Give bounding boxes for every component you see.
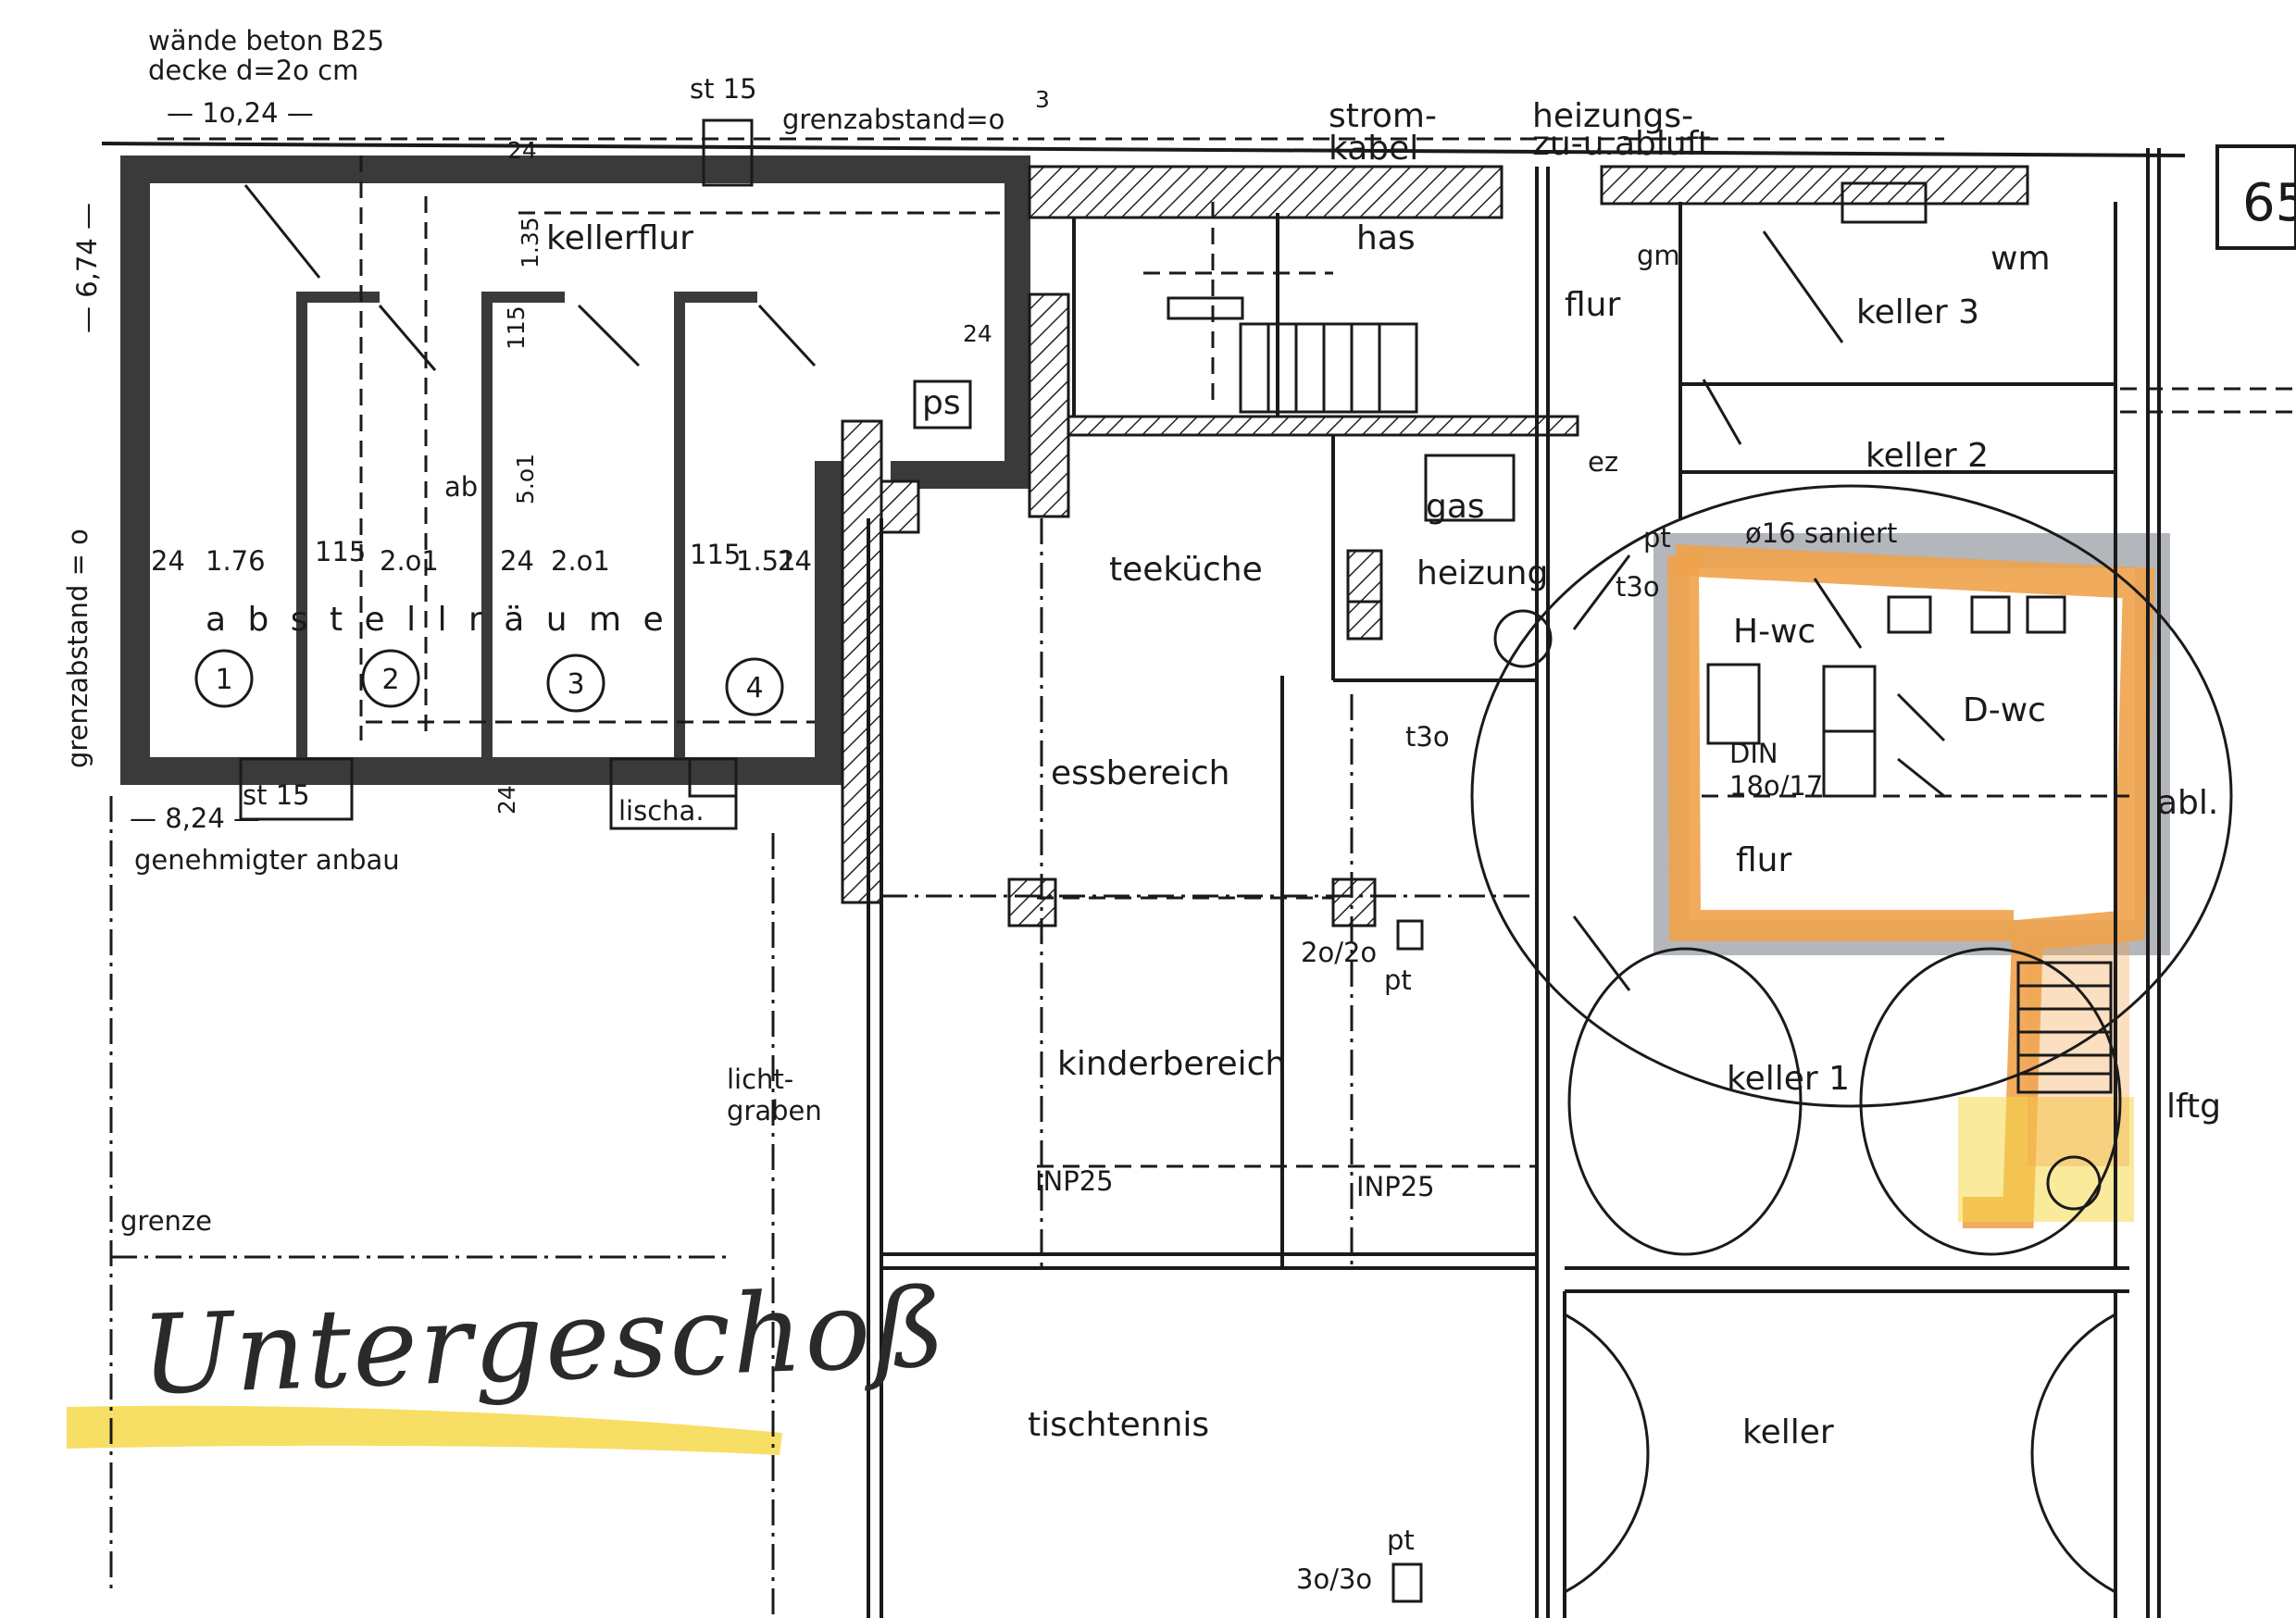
- dim-bottom-width: — 8,24 —: [130, 803, 261, 834]
- dashed-lines: [157, 137, 2296, 1168]
- label-wm: wm: [1990, 240, 2051, 278]
- label-inp25-a: INP25: [1035, 1165, 1114, 1197]
- label-abl: abl.: [2157, 784, 2219, 822]
- room-heizung: heizung: [1416, 554, 1549, 592]
- label-pt-1: pt: [1643, 522, 1671, 554]
- label-saniert: ø16 saniert: [1745, 517, 1898, 549]
- room-flur-mid: flur: [1736, 841, 1792, 879]
- room-keller-3: keller 3: [1856, 293, 1980, 331]
- dim-top-width: — 1o,24 —: [167, 97, 314, 129]
- note-ceiling: decke d=2o cm: [148, 55, 359, 86]
- dim-1-35: 1.35: [517, 217, 543, 268]
- dim-115-b: 115: [315, 536, 367, 567]
- title-highlight: [67, 1405, 782, 1455]
- dim-2-01-a: 2.o1: [380, 545, 439, 577]
- dim-left-height: — 6,74 —: [71, 202, 103, 333]
- label-lichtgraben-2: graben: [727, 1095, 822, 1126]
- dim-20-20: 2o/2o: [1301, 937, 1378, 968]
- door-swings: [243, 184, 1946, 991]
- room-number-texts: 1 2 3 4: [215, 664, 763, 704]
- label-pt-2: pt: [1384, 965, 1412, 996]
- highlight-bathroom: [1653, 533, 2170, 1228]
- room-keller-1: keller 1: [1727, 1060, 1851, 1098]
- label-ab: ab: [444, 471, 479, 503]
- box-65-label: 65: [2242, 173, 2296, 233]
- room-has: has: [1356, 219, 1416, 257]
- dim-1-51: 1.51: [736, 545, 796, 577]
- dim-115-a: 115: [503, 305, 530, 350]
- dim-superscript-3: 3: [1035, 86, 1050, 113]
- room-essbereich: essbereich: [1051, 754, 1230, 792]
- room-flur-top: flur: [1565, 286, 1621, 324]
- label-lichtgraben-1: licht-: [727, 1064, 794, 1095]
- dim-30-30: 3o/3o: [1296, 1563, 1373, 1595]
- dim-grenzabstand-left: grenzabstand = o: [62, 529, 94, 768]
- label-inp25-b: INP25: [1356, 1171, 1435, 1202]
- label-din: DIN: [1729, 738, 1778, 769]
- dim-24-b: 24: [963, 320, 992, 347]
- room-keller: keller: [1742, 1413, 1834, 1451]
- dim-t30-b: t3o: [1405, 721, 1450, 753]
- label-gas: gas: [1426, 488, 1485, 526]
- dim-24-c: 24: [151, 545, 185, 577]
- label-ez: ez: [1588, 446, 1619, 478]
- label-heizungs-2: zu-u.abluft: [1532, 125, 1711, 163]
- room-number-4: 4: [745, 672, 763, 704]
- boundary-lines: [109, 518, 1537, 1618]
- dim-180-17: 18o/17: [1729, 770, 1824, 802]
- dim-24-e: 24: [778, 545, 812, 577]
- dim-24-a: 24: [507, 137, 537, 164]
- dim-24-d: 24: [500, 545, 534, 577]
- room-number-circles: [194, 649, 784, 716]
- label-stromkabel-1: strom-: [1329, 97, 1437, 135]
- ellipses: [1470, 484, 2233, 1594]
- dim-24-f: 24: [493, 785, 520, 815]
- label-genehmigter-anbau: genehmigter anbau: [134, 844, 400, 876]
- box-65-frame: [2215, 144, 2296, 250]
- room-abstellraeume: a b s t e l l r ä u m e: [206, 601, 669, 639]
- dim-2-01-b: 2.o1: [551, 545, 610, 577]
- label-heizungs-1: heizungs-: [1532, 97, 1694, 135]
- label-pt-3: pt: [1387, 1525, 1415, 1556]
- room-keller-2: keller 2: [1866, 437, 1990, 475]
- hatched-walls: [841, 165, 2029, 927]
- label-lischa: lischa.: [618, 795, 705, 827]
- structural-lines: [101, 142, 2186, 1618]
- room-h-wc: H-wc: [1733, 613, 1816, 651]
- label-gm: gm: [1637, 240, 1680, 271]
- label-stromkabel-2: kabel: [1329, 130, 1419, 168]
- stairs: [1167, 296, 2113, 1094]
- dim-st15-top: st 15: [690, 73, 757, 105]
- room-d-wc: D-wc: [1963, 691, 2046, 729]
- dim-5-01: 5.o1: [512, 453, 539, 504]
- room-tischtennis: tischtennis: [1028, 1406, 1210, 1444]
- room-ps: ps: [922, 384, 961, 422]
- note-walls: wände beton B25: [148, 25, 385, 56]
- dim-115-c: 115: [690, 539, 742, 570]
- room-kinderbereich: kinderbereich: [1057, 1045, 1287, 1083]
- label-lftg: lftg: [2166, 1088, 2222, 1126]
- dim-1-76: 1.76: [206, 545, 266, 577]
- room-teekueche: teeküche: [1109, 551, 1263, 589]
- dim-grenzabstand-top: grenzabstand=o: [782, 104, 1005, 135]
- room-number-2: 2: [381, 664, 399, 696]
- fixtures: [239, 118, 2102, 1603]
- label-grenze: grenze: [120, 1205, 212, 1237]
- room-number-1: 1: [215, 664, 232, 696]
- dim-t30-a: t3o: [1616, 571, 1660, 603]
- room-number-3: 3: [567, 668, 584, 701]
- dim-st15-bottom: st 15: [243, 779, 310, 811]
- room-kellerflur: kellerflur: [546, 219, 693, 257]
